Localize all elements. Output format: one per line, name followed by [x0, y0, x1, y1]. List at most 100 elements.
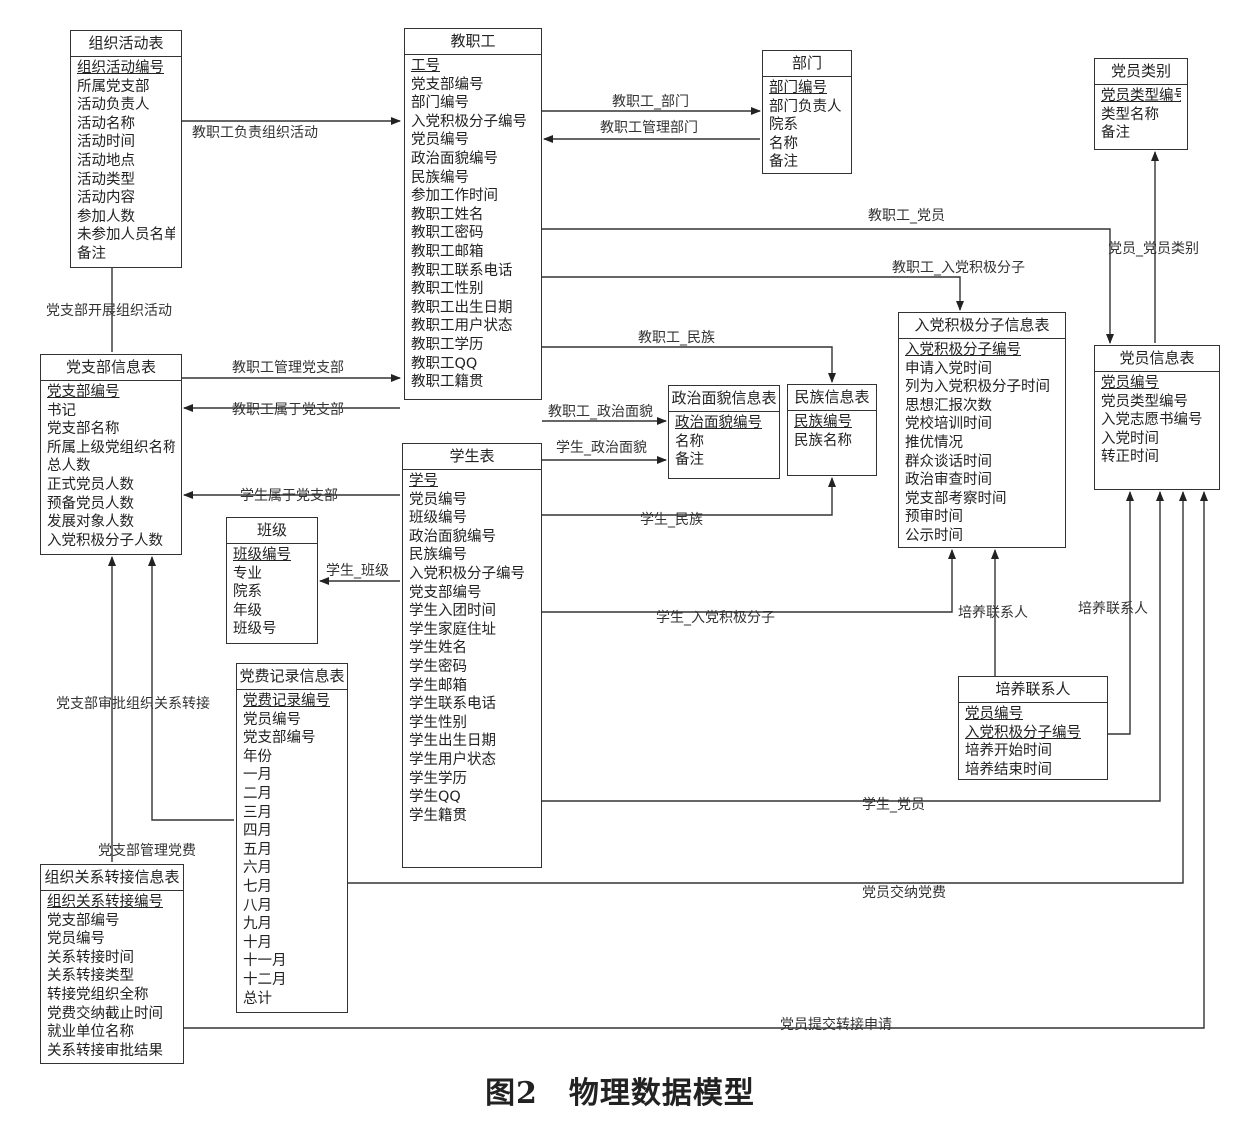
- relation-label: 党支部开展组织活动: [46, 303, 172, 319]
- entity-field: 党支部考察时间: [905, 490, 1007, 507]
- entity-field: 备注: [769, 154, 798, 171]
- entity-org-activity[interactable]: 组织活动表 组织活动编号所属党支部活动负责人活动名称活动时间活动地点活动类型活动…: [70, 30, 182, 268]
- relation-label: 教职工_入党积极分子: [892, 260, 1025, 276]
- entity-field: 列为入党积极分子时间: [905, 379, 1050, 396]
- entity-title: 民族信息表: [788, 385, 876, 411]
- entity-field: 一月: [243, 767, 272, 784]
- entity-field: 教职工性别: [411, 281, 484, 298]
- entity-field: 十月: [243, 934, 272, 951]
- entity-title: 教职工: [405, 29, 541, 55]
- primary-key-field: 班级编号: [233, 547, 291, 563]
- entity-student[interactable]: 学生表 学号党员编号班级编号政治面貌编号民族编号入党积极分子编号党支部编号学生入…: [402, 443, 542, 868]
- entity-political[interactable]: 政治面貌信息表 政治面貌编号名称备注: [668, 385, 780, 479]
- entity-field: 教职工姓名: [411, 206, 484, 223]
- entity-field: 群众谈话时间: [905, 453, 992, 470]
- entity-field: 总计: [243, 990, 272, 1007]
- relation-label: 学生属于党支部: [240, 488, 338, 504]
- entity-transfer[interactable]: 组织关系转接信息表 组织关系转接编号党支部编号党员编号关系转接时间关系转接类型转…: [40, 864, 184, 1064]
- entity-field: 活动时间: [77, 134, 135, 151]
- entity-activist[interactable]: 入党积极分子信息表 入党积极分子编号申请入党时间列为入党积极分子时间思想汇报次数…: [898, 312, 1066, 548]
- relation-label: 党员_党员类别: [1108, 241, 1199, 257]
- entity-field: 党员编号: [409, 491, 467, 508]
- relation-label: 教职工属于党支部: [232, 402, 344, 418]
- entity-field: 党校培训时间: [905, 416, 992, 433]
- relation-line: [184, 491, 1208, 1029]
- primary-key-field: 党支部编号: [47, 384, 120, 400]
- entity-field: 教职工出生日期: [411, 299, 513, 316]
- entity-field: 教职工邮箱: [411, 243, 484, 260]
- entity-field: 政治审查时间: [905, 472, 992, 489]
- entity-field: 年份: [243, 748, 272, 765]
- entity-field: 参加工作时间: [411, 188, 498, 205]
- entity-field: 六月: [243, 860, 272, 877]
- primary-key-field: 党员编号: [1101, 375, 1159, 391]
- entity-branch[interactable]: 党支部信息表 党支部编号书记党支部名称所属上级党组织名称总人数正式党员人数预备党…: [40, 354, 182, 555]
- primary-key-field: 学号: [409, 473, 438, 489]
- entity-member-type[interactable]: 党员类别 党员类型编号类型名称备注: [1094, 58, 1188, 150]
- primary-key-field: 组织关系转接编号: [47, 894, 163, 910]
- entity-field: 培养开始时间: [965, 743, 1052, 760]
- relation-label: 党支部审批组织关系转接: [56, 695, 210, 712]
- entity-field: 学生QQ: [409, 789, 461, 806]
- entity-field: 总人数: [47, 458, 91, 475]
- relation-label: 教职工_民族: [638, 330, 715, 346]
- relation-label: 学生_入党积极分子: [656, 610, 775, 626]
- entity-field: 关系转接审批结果: [47, 1042, 163, 1059]
- entity-field: 活动内容: [77, 190, 135, 207]
- relation-line: [542, 276, 964, 311]
- entity-field: 学生联系电话: [409, 696, 496, 713]
- entity-field: 名称: [769, 135, 798, 152]
- entity-field: 活动类型: [77, 171, 135, 188]
- relation-label: 党员交纳党费: [862, 884, 946, 901]
- entity-title: 班级: [227, 518, 317, 544]
- entity-nation[interactable]: 民族信息表 民族编号民族名称: [787, 384, 877, 476]
- entity-field: 学生家庭住址: [409, 621, 496, 638]
- relation-line: [542, 228, 1114, 344]
- entity-field: 活动名称: [77, 115, 135, 132]
- entity-field: 入党积极分子编号: [409, 565, 525, 582]
- primary-key-field: 工号: [411, 58, 440, 74]
- entity-trainer[interactable]: 培养联系人 党员编号入党积极分子编号培养开始时间培养结束时间: [958, 676, 1108, 780]
- entity-field: 民族名称: [794, 432, 852, 449]
- relation-line: [542, 491, 1164, 802]
- entity-field: 院系: [233, 584, 262, 601]
- entity-field: 三月: [243, 804, 272, 821]
- entity-field: 书记: [47, 402, 76, 419]
- entity-field: 预备党员人数: [47, 495, 134, 512]
- entity-field: 班级编号: [409, 510, 467, 527]
- entity-field: 二月: [243, 785, 272, 802]
- entity-staff[interactable]: 教职工 工号党支部编号部门编号入党积极分子编号党员编号政治面貌编号民族编号参加工…: [404, 28, 542, 400]
- entity-member[interactable]: 党员信息表 党员编号党员类型编号入党志愿书编号入党时间转正时间: [1094, 345, 1220, 490]
- entity-field: 正式党员人数: [47, 476, 134, 493]
- entity-title: 学生表: [403, 444, 541, 470]
- entity-field: 教职工用户状态: [411, 318, 513, 335]
- entity-field: 党员编号: [47, 931, 105, 948]
- entity-field: 关系转接时间: [47, 949, 134, 966]
- entity-field: 推优情况: [905, 434, 963, 451]
- primary-key-field: 部门编号: [769, 80, 827, 96]
- entity-field: 申请入党时间: [905, 360, 992, 377]
- entity-field: 学生学历: [409, 770, 467, 787]
- relation-line: [542, 549, 956, 613]
- relation-label: 培养联系人: [1078, 601, 1148, 617]
- entity-fee[interactable]: 党费记录信息表 党费记录编号党员编号党支部编号年份一月二月三月四月五月六月七月八…: [236, 663, 348, 1013]
- entity-field: 教职工联系电话: [411, 262, 513, 279]
- relation-line: [542, 477, 836, 516]
- entity-title: 党员信息表: [1095, 346, 1219, 372]
- entity-field: 学生姓名: [409, 640, 467, 657]
- entity-title: 入党积极分子信息表: [899, 313, 1065, 339]
- entity-class[interactable]: 班级 班级编号专业院系年级班级号: [226, 517, 318, 644]
- entity-field: 政治面貌编号: [409, 528, 496, 545]
- entity-field: 院系: [769, 117, 798, 134]
- entity-title: 组织活动表: [71, 31, 181, 57]
- entity-field: 类型名称: [1101, 106, 1159, 123]
- entity-field: 七月: [243, 878, 272, 895]
- entity-dept[interactable]: 部门 部门编号部门负责人院系名称备注: [762, 50, 852, 174]
- entity-field: 转正时间: [1101, 449, 1159, 466]
- entity-field: 学生入团时间: [409, 603, 496, 620]
- entity-field: 所属党支部: [77, 78, 150, 95]
- entity-field: 教职工学历: [411, 336, 484, 353]
- entity-field: 就业单位名称: [47, 1024, 134, 1041]
- entity-field: 未参加人员名单: [77, 227, 175, 244]
